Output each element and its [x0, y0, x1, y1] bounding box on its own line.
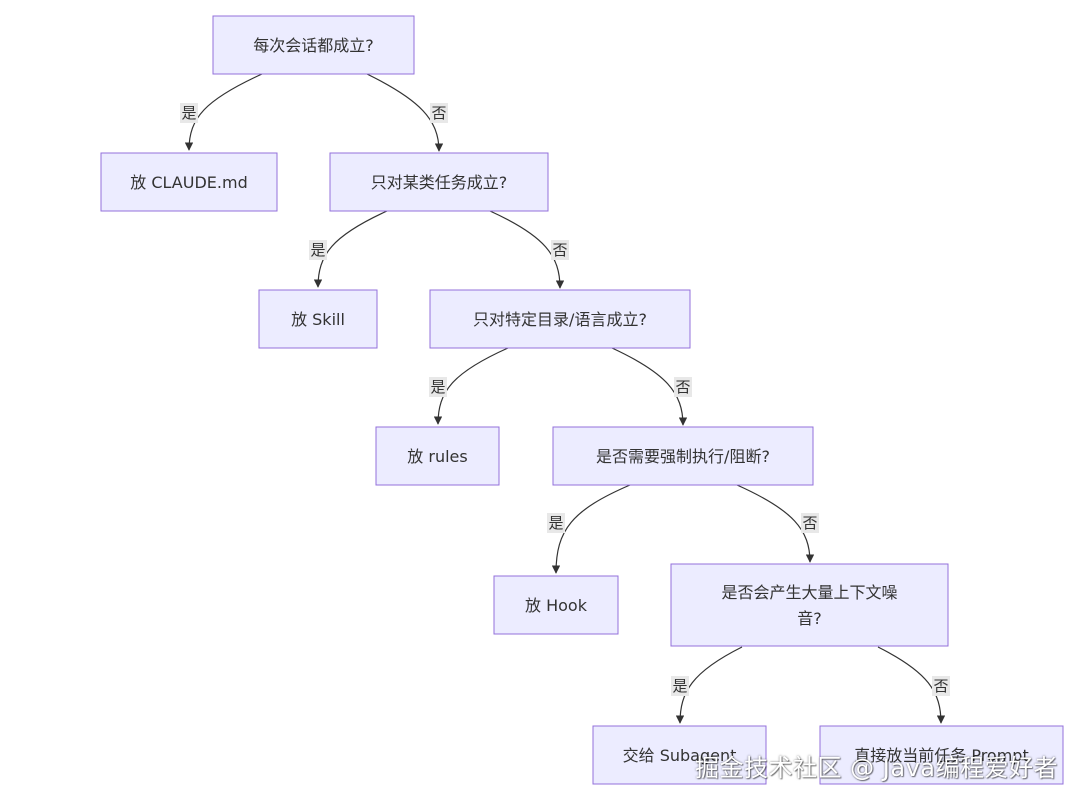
watermark: 掘金技术社区 @ Java编程爱好者 — [695, 754, 1058, 782]
svg-text:放 CLAUDE.md: 放 CLAUDE.md — [130, 173, 247, 192]
node-put-claude-md: 放 CLAUDE.md — [100, 152, 278, 212]
node-delegate-subagent: 交给 Subagent — [592, 725, 767, 785]
node-put-hook: 放 Hook — [493, 575, 619, 635]
node-certain-task-type: 只对某类任务成立? — [329, 152, 549, 212]
edge-q5-a5 — [675, 646, 743, 724]
svg-text:音?: 音? — [797, 609, 822, 628]
edge-label-yes-1: 是 — [180, 103, 198, 123]
svg-text:否: 否 — [675, 378, 690, 396]
svg-text:否: 否 — [431, 104, 446, 122]
svg-text:否: 否 — [802, 514, 817, 532]
svg-text:是: 是 — [181, 104, 196, 122]
edge-label-no-5: 否 — [932, 676, 950, 696]
edge-label-yes-2: 是 — [309, 240, 327, 260]
edge-q5-a6 — [877, 646, 946, 724]
edge-label-no-2: 否 — [551, 240, 569, 260]
edge-label-no-3: 否 — [674, 377, 692, 397]
node-put-rules: 放 rules — [375, 426, 500, 486]
node-context-noise: 是否会产生大量上下文噪 音? — [670, 563, 949, 647]
edge-label-yes-5: 是 — [671, 676, 689, 696]
edge-q2-q3 — [489, 210, 565, 289]
svg-text:只对某类任务成立?: 只对某类任务成立? — [371, 173, 508, 192]
edge-q1-a1 — [184, 73, 263, 151]
svg-text:只对特定目录/语言成立?: 只对特定目录/语言成立? — [473, 310, 647, 329]
svg-text:放 Hook: 放 Hook — [525, 596, 588, 615]
svg-text:每次会话都成立?: 每次会话都成立? — [253, 36, 374, 55]
svg-text:否: 否 — [552, 241, 567, 259]
node-enforce-block: 是否需要强制执行/阻断? — [552, 426, 814, 486]
node-put-skill: 放 Skill — [258, 289, 378, 349]
node-specific-dir-language: 只对特定目录/语言成立? — [429, 289, 691, 349]
node-every-session: 每次会话都成立? — [212, 15, 415, 75]
edge-q4-q5 — [736, 484, 815, 563]
svg-text:是: 是 — [672, 677, 687, 695]
svg-text:是否需要强制执行/阻断?: 是否需要强制执行/阻断? — [596, 447, 770, 466]
edge-label-yes-3: 是 — [429, 377, 447, 397]
edge-label-no-4: 否 — [801, 513, 819, 533]
node-current-task-prompt: 直接放当前任务 Prompt — [819, 725, 1064, 785]
svg-text:放 Skill: 放 Skill — [291, 310, 345, 329]
svg-text:是否会产生大量上下文噪: 是否会产生大量上下文噪 — [721, 583, 897, 602]
edge-label-no-1: 否 — [430, 103, 448, 123]
svg-text:直接放当前任务 Prompt: 直接放当前任务 Prompt — [854, 746, 1029, 765]
edge-label-yes-4: 是 — [547, 513, 565, 533]
svg-text:交给 Subagent: 交给 Subagent — [623, 746, 737, 765]
svg-text:否: 否 — [933, 677, 948, 695]
edge-q2-a2 — [313, 210, 388, 288]
edge-q1-q2 — [366, 73, 444, 152]
edge-q4-a4 — [551, 484, 631, 574]
svg-text:放 rules: 放 rules — [407, 447, 467, 466]
edge-q3-a3 — [433, 347, 509, 425]
svg-text:是: 是 — [430, 378, 445, 396]
svg-text:是: 是 — [548, 514, 563, 532]
svg-text:是: 是 — [310, 241, 325, 259]
edge-q3-q4 — [611, 347, 688, 426]
